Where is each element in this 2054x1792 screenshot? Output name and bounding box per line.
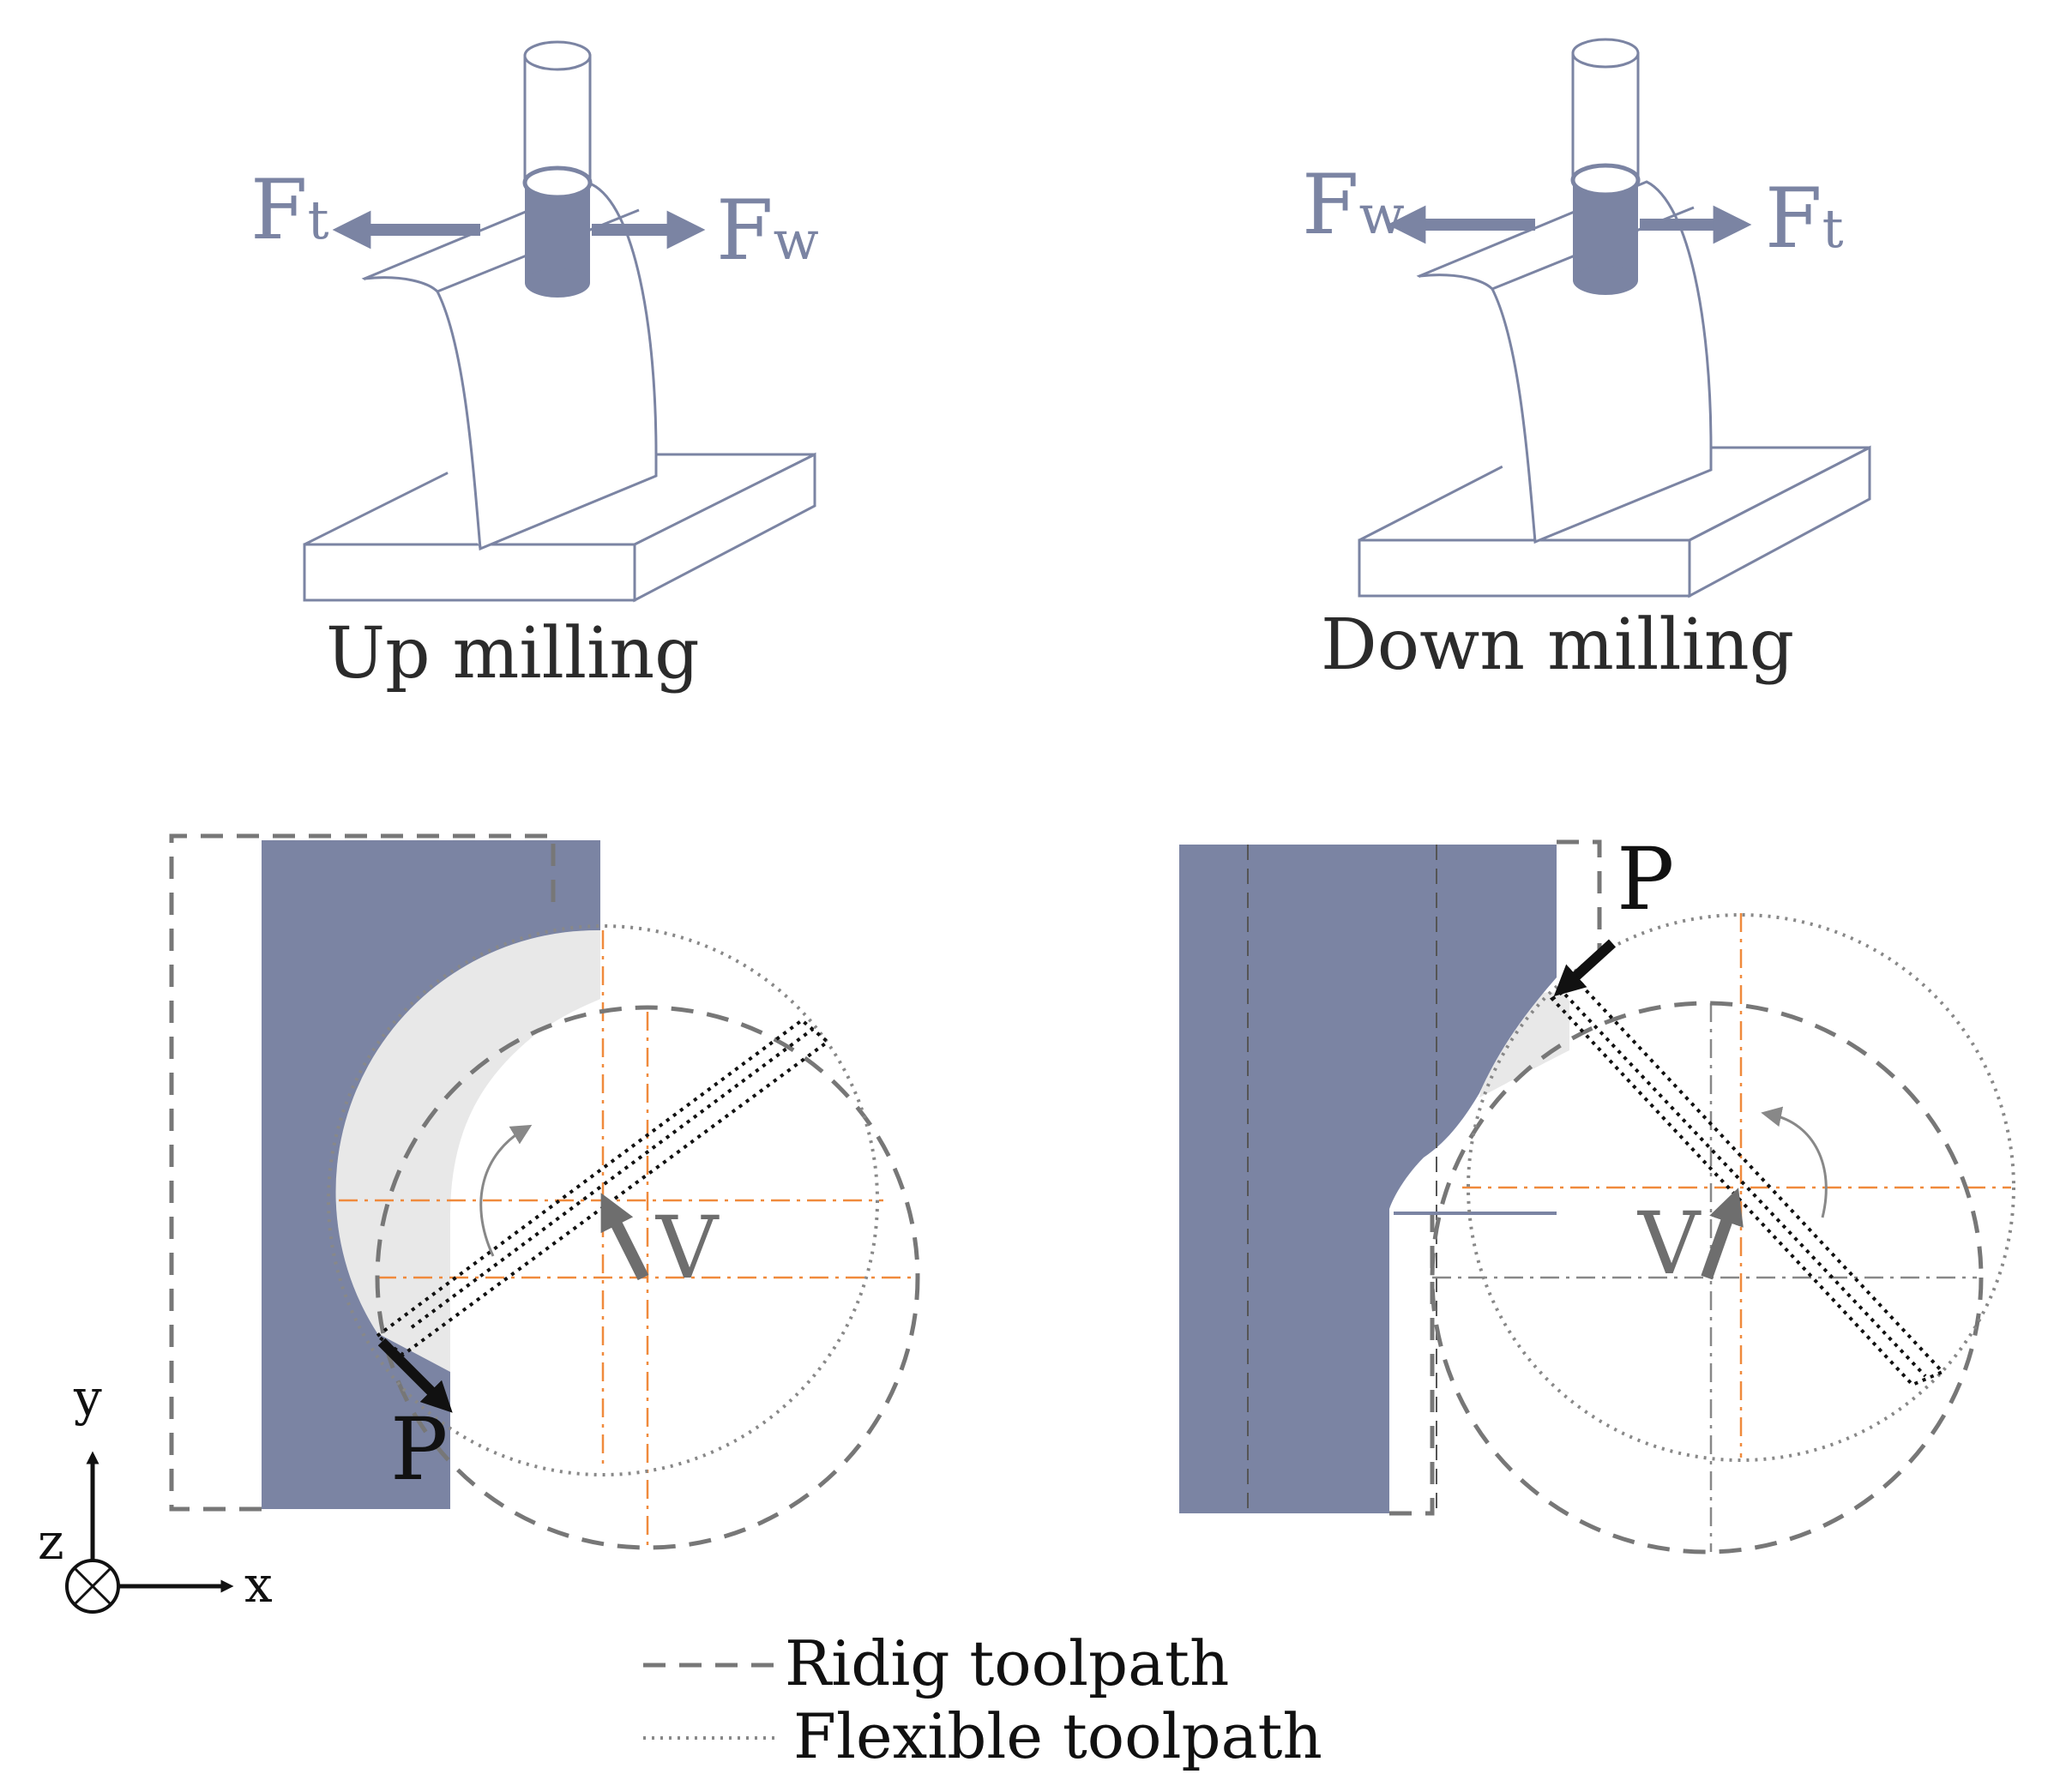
up-milling-caption: Up milling — [326, 613, 700, 695]
down-removed-material — [1479, 992, 1569, 1097]
down-tool-shank — [1571, 38, 1640, 182]
up-tooth-center — [410, 1027, 815, 1329]
y-axis-label: y — [73, 1368, 102, 1427]
up-workpiece — [262, 840, 600, 1509]
up-force-ft-label: Ft — [250, 162, 329, 258]
down-blade-edge — [1419, 274, 1537, 543]
down-force-fw-label: Fw — [1302, 157, 1405, 253]
down-rigid-outline — [1389, 1213, 1435, 1516]
coordinate-axes: y x z — [38, 1368, 273, 1614]
legend-flexible-label: Flexible toolpath — [793, 1700, 1322, 1772]
down-tool-cutter — [1570, 163, 1641, 295]
down-point-arrow — [1553, 939, 1617, 997]
z-axis-label: z — [38, 1512, 64, 1571]
down-flexible-circle — [1467, 913, 2015, 1462]
up-force-fw-label: Fw — [716, 183, 819, 279]
up-point-arrow — [377, 1338, 453, 1413]
legend: Ridig toolpath Flexible toolpath — [643, 1627, 1322, 1772]
up-rigid-outline — [169, 833, 556, 1512]
down-rotation-arrow — [1761, 1106, 1828, 1218]
x-axis-label: x — [244, 1555, 273, 1614]
up-flexible-circle — [327, 924, 879, 1476]
down-velocity-arrow — [1701, 1188, 1744, 1280]
up-tool-cutter — [522, 165, 593, 298]
up-point-label: P — [390, 1399, 448, 1500]
up-milling-top-view: V P — [169, 833, 920, 1552]
down-velocity-label: V — [1637, 1194, 1702, 1294]
down-milling-3d-illustration: Fw Ft Down milling — [1302, 38, 1871, 686]
down-point-label: P — [1617, 829, 1674, 929]
legend-rigid-label: Ridig toolpath — [785, 1627, 1229, 1699]
down-workpiece — [1179, 845, 1557, 1513]
down-milling-caption: Down milling — [1321, 604, 1794, 686]
up-rotation-arrow — [479, 1124, 533, 1257]
down-rigid-circle — [1430, 1001, 1984, 1554]
down-base-plate — [1358, 445, 1871, 598]
down-tooth-box — [1549, 979, 1946, 1387]
up-milling-3d-illustration: Ft Fw Up milling — [250, 40, 819, 695]
z-axis-cross-b — [74, 1567, 111, 1605]
down-force-ft-label: Ft — [1765, 171, 1844, 267]
up-blade-edge — [364, 276, 482, 550]
down-rigid-outline-top — [1557, 839, 1602, 952]
up-velocity-label: V — [655, 1198, 720, 1298]
down-milling-top-view: V P — [1179, 829, 2015, 1554]
up-tool-shank — [523, 40, 592, 184]
up-rigid-circle — [375, 1005, 920, 1550]
down-tooth-center — [1563, 993, 1927, 1378]
up-removed-material — [335, 929, 600, 1440]
up-velocity-arrow — [600, 1193, 649, 1281]
